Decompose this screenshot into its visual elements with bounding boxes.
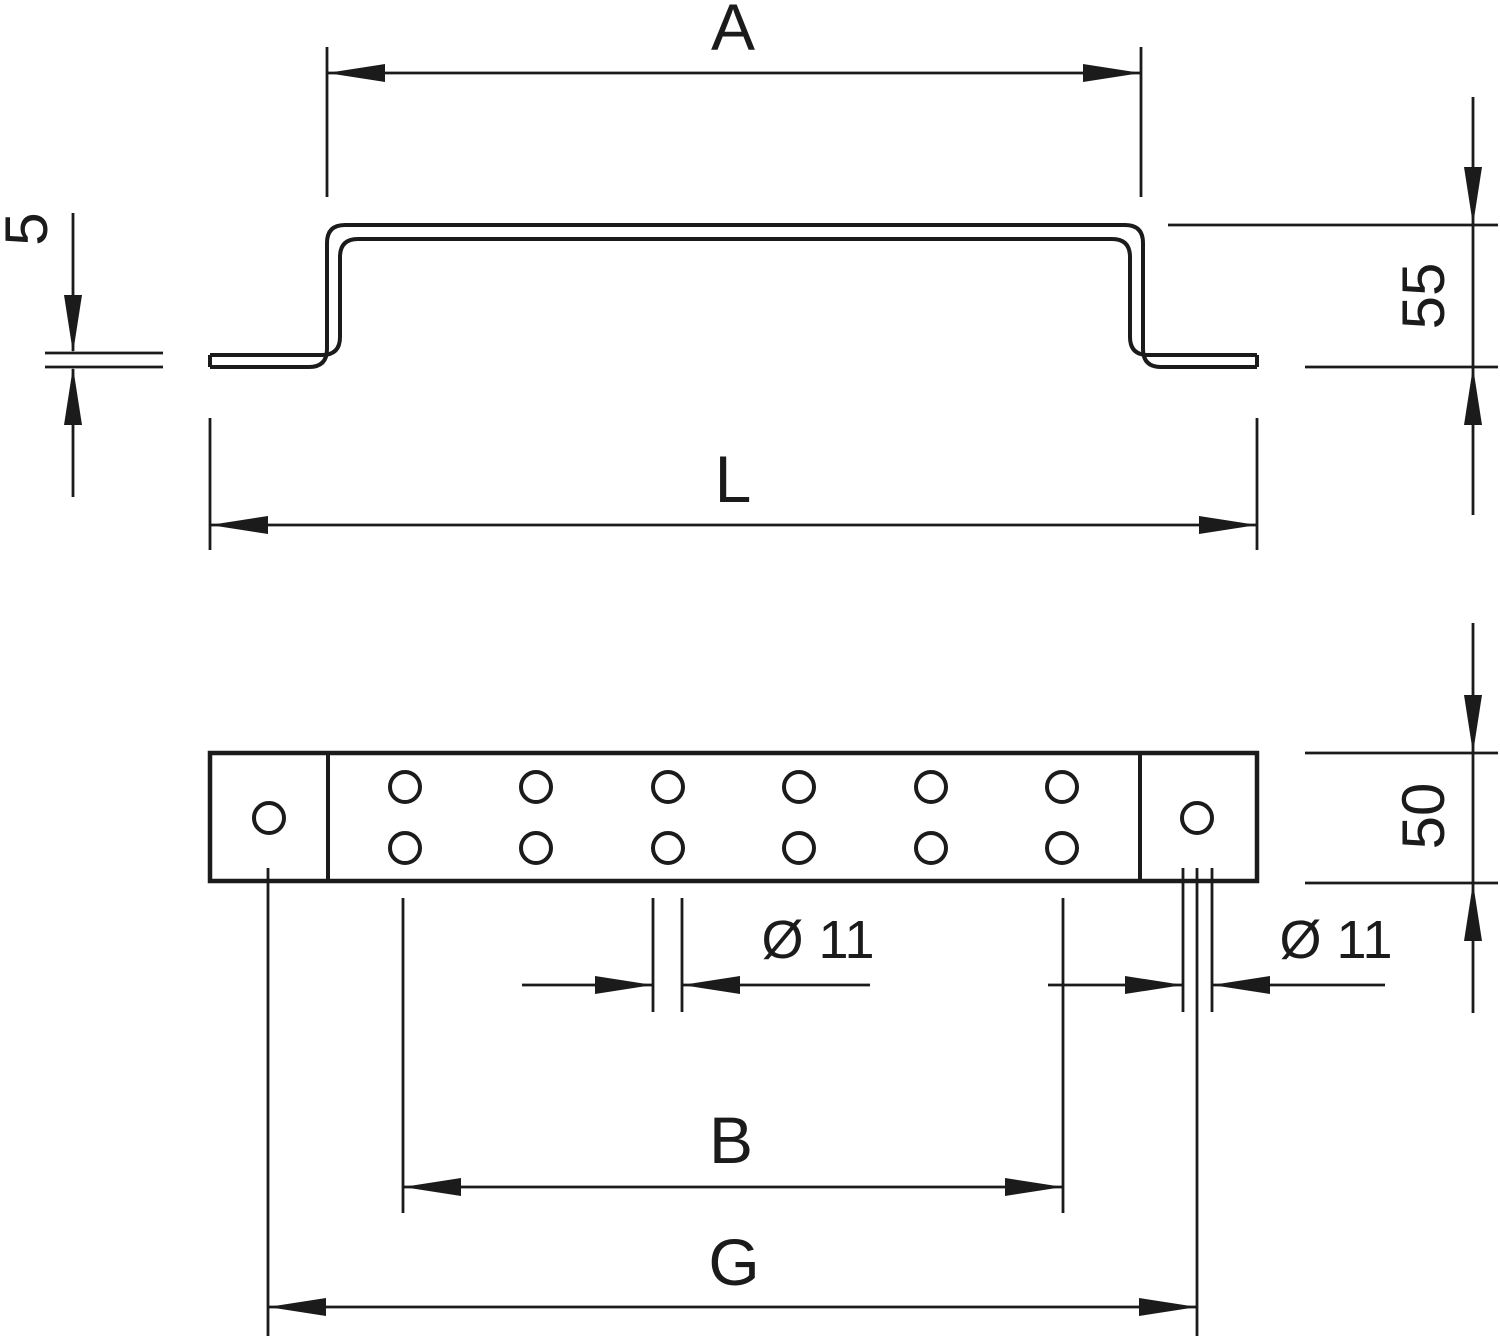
dim-50-arrow-up <box>1464 883 1482 941</box>
dim-5-arrow-down <box>64 295 82 353</box>
dia-mid-arrow-left <box>682 976 740 994</box>
hole <box>388 770 422 804</box>
hole <box>651 831 685 865</box>
end-hole-left <box>252 801 286 835</box>
profile-inner-surface <box>210 237 1257 357</box>
dim-g-arrow-left <box>268 1298 326 1316</box>
dim-55-label: 55 <box>1390 263 1457 330</box>
dim-5-arrow-up <box>64 367 82 425</box>
plate-outline <box>207 750 1260 884</box>
dimension-plate-width: 50 <box>1305 623 1498 1013</box>
hole <box>651 770 685 804</box>
profile-outer-surface <box>210 223 1257 369</box>
dim-55-arrow-up <box>1464 367 1482 425</box>
dimension-a: A <box>325 0 1143 197</box>
hole <box>1045 831 1079 865</box>
dia-end-arrow-left <box>1212 976 1270 994</box>
dim-a-arrow-left <box>327 64 385 82</box>
dim-b-arrow-left <box>403 1178 461 1196</box>
dimension-middle-hole-diameter: Ø 11 <box>522 898 875 1012</box>
dim-b-arrow-right <box>1005 1178 1063 1196</box>
dim-55-arrow-down <box>1464 167 1482 225</box>
end-hole-right <box>1180 801 1214 835</box>
dim-g-label: G <box>708 1225 759 1299</box>
dimension-g: G <box>266 868 1199 1336</box>
middle-hole-grid <box>388 770 1079 865</box>
dia-end-arrow-right <box>1125 976 1183 994</box>
dim-l-arrow-left <box>210 516 268 534</box>
dimension-length: L <box>208 418 1259 550</box>
hole <box>1045 770 1079 804</box>
dimension-thickness: 5 <box>0 212 163 497</box>
hole <box>388 831 422 865</box>
hole <box>914 770 948 804</box>
hole <box>914 831 948 865</box>
hole <box>782 831 816 865</box>
dia-mid-label: Ø 11 <box>761 910 874 970</box>
dim-b-label: B <box>709 1103 753 1177</box>
dia-end-label: Ø 11 <box>1279 910 1392 970</box>
dimension-height: 55 <box>1168 97 1498 515</box>
dia-mid-arrow-right <box>595 976 653 994</box>
dim-a-label: A <box>711 0 755 64</box>
dim-a-arrow-right <box>1083 64 1141 82</box>
hole <box>782 770 816 804</box>
side-profile-view: A 5 55 <box>0 0 1498 550</box>
dim-50-arrow-down <box>1464 695 1482 753</box>
dimension-end-hole-diameter: Ø 11 <box>1048 868 1393 1012</box>
plan-view: 50 Ø 11 Ø 11 <box>207 623 1498 1336</box>
dim-5-label: 5 <box>0 212 60 245</box>
dimension-b: B <box>401 898 1065 1213</box>
dim-l-arrow-right <box>1199 516 1257 534</box>
dim-l-label: L <box>715 442 752 516</box>
hole <box>519 770 553 804</box>
dim-50-label: 50 <box>1390 783 1457 850</box>
dim-g-arrow-right <box>1139 1298 1197 1316</box>
hole <box>519 831 553 865</box>
